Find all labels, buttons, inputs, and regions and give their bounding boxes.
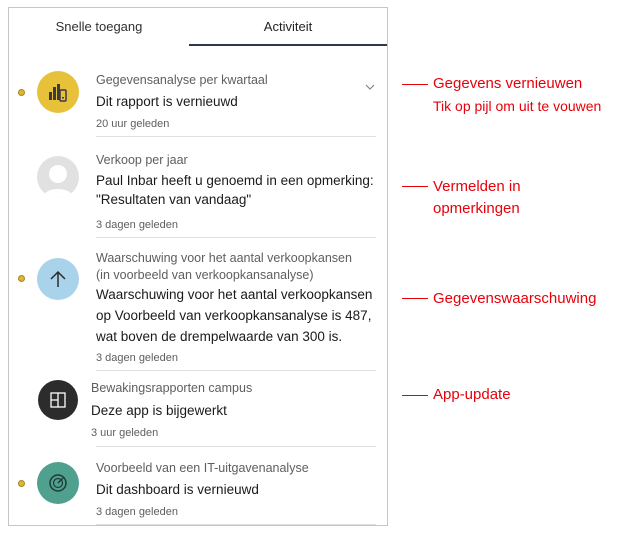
item-body-line-1: Paul Inbar heeft u genoemd in een opmerk… [96, 173, 374, 188]
callout-pointer-alert [402, 298, 428, 299]
callout-pointer-refresh [402, 84, 428, 85]
unread-indicator [18, 480, 25, 487]
item-body: Dit rapport is vernieuwd [96, 94, 238, 109]
activity-item-dashboard-refresh[interactable]: Voorbeeld van een IT-uitgavenanalyse Dit… [9, 448, 387, 526]
item-divider [96, 524, 376, 525]
callout-refresh-title: Gegevens vernieuwen [433, 75, 583, 92]
item-timestamp: 20 uur geleden [96, 118, 170, 130]
item-timestamp: 3 dagen geleden [96, 219, 178, 231]
arrow-up-icon [37, 258, 79, 300]
callout-refresh-hint: Tik op pijl om uit te vouwen [433, 98, 602, 114]
item-divider [96, 370, 376, 371]
item-subtitle: (in voorbeeld van verkoopkansanalyse) [96, 268, 314, 282]
chevron-down-icon[interactable] [364, 81, 376, 93]
item-body-line-2: op Voorbeeld van verkoopkansanalyse is 4… [96, 308, 372, 323]
item-body: Deze app is bijgewerkt [91, 403, 227, 418]
unread-indicator [18, 89, 25, 96]
tab-activity[interactable]: Activiteit [263, 19, 313, 34]
callout-alert: Gegevenswaarschuwing [433, 290, 597, 307]
item-divider [96, 237, 376, 238]
item-title: Verkoop per jaar [96, 153, 188, 167]
activity-item-mention[interactable]: Verkoop per jaar Paul Inbar heeft u geno… [9, 142, 387, 238]
item-title: Bewakingsrapporten campus [91, 381, 253, 395]
tab-bar: Snelle toegang Activiteit [9, 8, 387, 46]
report-icon [37, 71, 79, 113]
item-body-line-2: "Resultaten van vandaag" [96, 192, 252, 207]
callout-pointer-app-update [402, 395, 428, 396]
item-body: Dit dashboard is vernieuwd [96, 482, 259, 497]
item-timestamp: 3 dagen geleden [96, 506, 178, 518]
activity-item-data-alert[interactable]: Waarschuwing voor het aantal verkoopkans… [9, 238, 387, 371]
activity-item-report-refresh[interactable]: Gegevensanalyse per kwartaal Dit rapport… [9, 60, 387, 142]
active-tab-indicator [189, 44, 387, 46]
tab-quick-access[interactable]: Snelle toegang [55, 19, 143, 34]
item-divider [96, 446, 376, 447]
callout-app-update: App-update [433, 386, 511, 403]
callout-mentions-line-1: Vermelden in [433, 178, 521, 195]
item-body-line-3: wat boven de drempelwaarde van 300 is. [96, 329, 343, 344]
item-body-line-1: Waarschuwing voor het aantal verkoopkans… [96, 287, 373, 302]
item-title: Voorbeeld van een IT-uitgavenanalyse [96, 461, 309, 475]
activity-item-app-update[interactable]: Bewakingsrapporten campus Deze app is bi… [9, 371, 387, 448]
activity-panel: Snelle toegang Activiteit Gegevensanalys… [8, 7, 388, 526]
item-divider [96, 136, 376, 137]
item-timestamp: 3 dagen geleden [96, 352, 178, 364]
callout-pointer-mentions [402, 186, 428, 187]
item-title: Waarschuwing voor het aantal verkoopkans… [96, 251, 352, 265]
user-avatar-icon [37, 156, 79, 198]
item-title: Gegevensanalyse per kwartaal [96, 73, 268, 87]
unread-indicator [18, 275, 25, 282]
dashboard-gauge-icon [37, 462, 79, 504]
app-icon [38, 380, 78, 420]
item-timestamp: 3 uur geleden [91, 427, 159, 439]
callout-mentions-line-2: opmerkingen [433, 200, 520, 217]
